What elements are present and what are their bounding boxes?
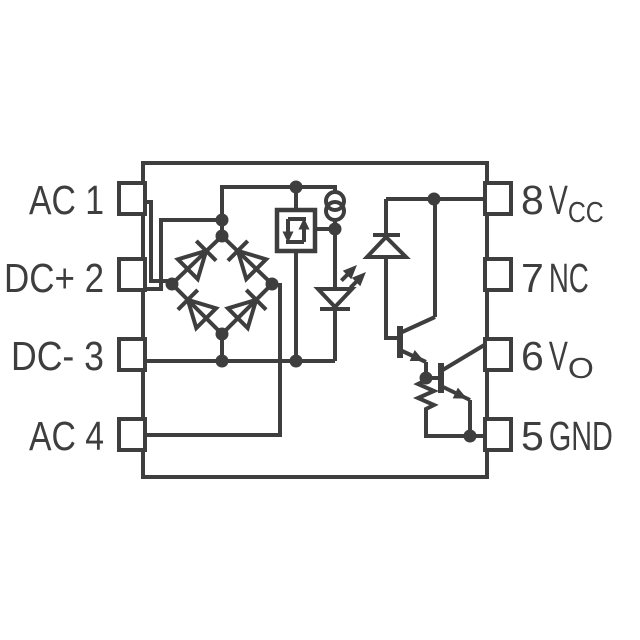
pin-2-pad [117,257,147,292]
left-pin-labels: AC 1 DC+ 2 DC- 3 AC 4 [4,177,104,459]
junction-dot [463,429,477,443]
regulator-box [274,207,318,254]
pin-5-pad [483,417,513,452]
wire-photodiode-anode-to-base [384,257,400,340]
wire-pin1-to-bridge-left [145,200,170,283]
photodiode-icon [362,233,411,259]
junction-dot [215,229,229,243]
junction-dots [165,180,477,443]
current-source-icon [324,190,346,222]
q2-emitter-arrowhead [452,387,467,399]
regulator-up-arrowhead [298,218,310,230]
q1-emitter-arrowhead [409,350,424,361]
pin-1-pad [117,181,147,216]
junction-dot [215,327,229,341]
pin-2-label: DC+ 2 [4,255,104,301]
bridge-diode-upper-right [226,239,270,283]
bridge-diode-lower-right [224,288,268,332]
npn-transistor-q2 [438,342,488,402]
pin-4-label: AC 4 [29,413,104,459]
pin-3-pad [117,337,147,372]
current-source-circle-bottom [324,200,346,222]
light-arrow-1 [339,265,357,283]
junction-dot [265,277,279,291]
light-arrows-icon [339,265,366,290]
pin-4-pad [117,417,147,452]
led-triangle [313,287,357,310]
wire-top-rail [220,185,337,192]
bridge-diode-upper-left [174,239,218,283]
junction-dot [419,371,433,385]
junction-dot [289,354,303,368]
q1-collector [399,315,436,335]
q2-collector [439,342,488,373]
pin-6-pad [483,337,513,372]
junction-dot [328,222,342,236]
npn-transistor-q1 [397,315,436,364]
light-arrow-2 [348,272,366,290]
junction-dot [289,180,303,194]
wire-pin2-to-dc-plus [145,218,220,291]
bridge-diamond [169,233,275,337]
junction-dot [215,354,229,368]
junction-dot [165,277,179,291]
current-source-circle-top [324,190,346,212]
bridge-rectifier-icon [169,233,275,337]
led-icon [313,287,357,311]
ic-body-outline [141,161,489,479]
pin-pads [117,181,513,452]
pin-7-pad [483,257,513,292]
junction-dot [215,213,229,227]
bridge-diode-lower-left [176,288,220,332]
photodiode-triangle [362,234,411,259]
regulator-down-arrowhead [282,231,294,243]
pin-3-label: DC- 3 [11,333,104,379]
wire-gnd-rail [424,413,485,438]
pin-8-pad [483,181,513,216]
pin-1-label: AC 1 [29,177,104,223]
current-regulator-icon [274,207,318,254]
junction-dot [427,192,441,206]
